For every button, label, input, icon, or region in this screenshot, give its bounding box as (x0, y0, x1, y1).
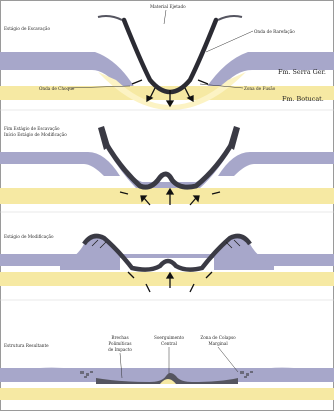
label-fm-serra-geral: Fm. Serra Ger. (278, 68, 326, 76)
label-end-excavation: Fim Estágio de Escavação (4, 126, 60, 131)
label-fm-botucatu: Fm. Botucat. (282, 95, 324, 103)
yellow-band-3 (0, 272, 334, 286)
yellow-band-2 (0, 188, 334, 204)
label-resulting-structure: Estrutura Resultante (4, 343, 49, 348)
label-breccia-impact: de Impacto (108, 347, 132, 352)
purple-layer-right-2 (218, 152, 334, 176)
label-fusion-zone: Zona de Fusão (244, 86, 276, 91)
label-rarefaction-wave: Onda de Rarefação (254, 29, 295, 34)
label-shock-wave: Onda de Choque (39, 86, 75, 91)
label-modification-stage: Estágio de Modificação (4, 234, 54, 239)
label-excavation-stage: Estágio de Escavação (4, 26, 50, 31)
label-marginal-collapse-2: Marginal (208, 341, 228, 346)
label-central-uplift-2: Central (161, 341, 178, 346)
label-ejected-material: Material Ejetado (150, 4, 186, 9)
ejecta-left (98, 16, 122, 20)
crater-floor-2 (104, 140, 234, 187)
label-marginal-collapse: Zona de Colapso (200, 335, 236, 340)
rim-left-2 (98, 126, 110, 150)
ejecta-right (218, 16, 242, 20)
panel-resulting-structure: Estrutura Resultante Brechas Polimíticas… (0, 335, 334, 400)
purple-layer-left-2 (0, 152, 120, 176)
label-breccia-polymictic: Polimíticas (108, 341, 131, 346)
panel-end-excavation: Fim Estágio de Escavação Início Estágio … (0, 126, 334, 205)
label-start-modification: Início Estágio de Modificação (4, 132, 67, 137)
rim-right-2 (228, 126, 240, 150)
yellow-band-4 (0, 388, 334, 400)
label-breccia: Brechas (111, 335, 128, 340)
panel-modification: Estágio de Modificação (0, 234, 334, 292)
panel-excavation: Estágio de Escavação Material Ejetado On… (0, 4, 334, 110)
label-central-uplift: Soerguimento (154, 335, 184, 340)
